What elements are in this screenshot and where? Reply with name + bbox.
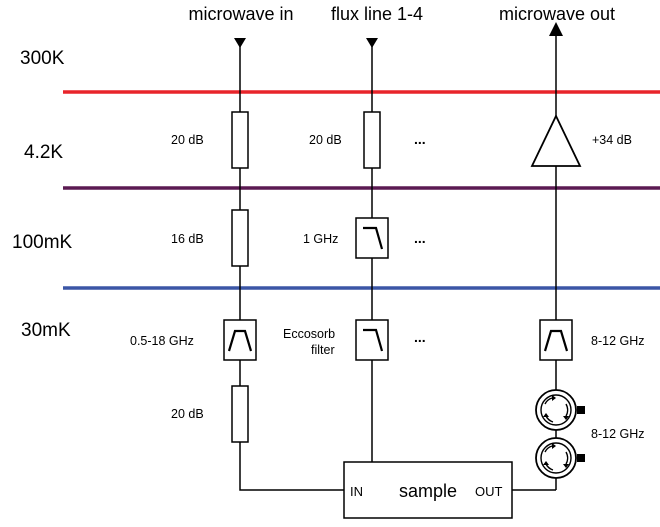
header-microwave-out: microwave out [499,4,615,24]
input-line [223,38,344,491]
input-attenuator-100mk [231,209,249,267]
stage-label-4k: 4.2K [24,142,63,163]
flux-lowpass-filter-100mk [355,217,389,259]
input-att-100mk-label: 16 dB [171,232,204,246]
flux-eccosorb-label-1: Eccosorb [283,327,335,341]
flux-ellipsis-100mk: ... [414,230,426,246]
input-bandpass-label: 0.5-18 GHz [130,334,194,348]
flux-ellipsis-4k: ... [414,131,426,147]
sample-label: sample [399,481,457,501]
input-bandpass-filter [223,319,257,361]
circulator-lower-termination [577,454,585,462]
flux-att-4k-label: 20 dB [309,133,342,147]
stage-label-300k: 300K [20,48,65,69]
stage-label-30mk: 30mK [21,320,71,341]
input-att-30mk-label: 20 dB [171,407,204,421]
sample-in-port: IN [350,484,363,499]
header-flux-line: flux line 1-4 [331,4,423,24]
flux-attenuator-4k [363,111,381,169]
sample-box [343,461,556,519]
circulator-upper-termination [577,406,585,414]
output-line [530,22,585,490]
input-attenuator-30mk [231,385,249,443]
output-port-arrow [549,22,563,36]
output-bandpass-label: 8-12 GHz [591,334,645,348]
flux-eccosorb-label-2: filter [311,343,335,357]
flux-line [355,38,389,462]
input-att-4k-label: 20 dB [171,133,204,147]
stage-label-100mk: 100mK [12,232,73,253]
input-attenuator-4k [231,111,249,169]
flux-eccosorb-filter [355,319,389,361]
circulator-upper [535,389,585,431]
amplifier-triangle [530,113,582,167]
output-bandpass-filter [539,319,573,361]
circulator-lower [535,437,585,479]
flux-ellipsis-30mk: ... [414,329,426,345]
flux-lowpass-label: 1 GHz [303,232,338,246]
amplifier-label: +34 dB [592,133,632,147]
sample-out-port: OUT [475,484,503,499]
header-microwave-in: microwave in [188,4,293,24]
circulators-label: 8-12 GHz [591,427,645,441]
